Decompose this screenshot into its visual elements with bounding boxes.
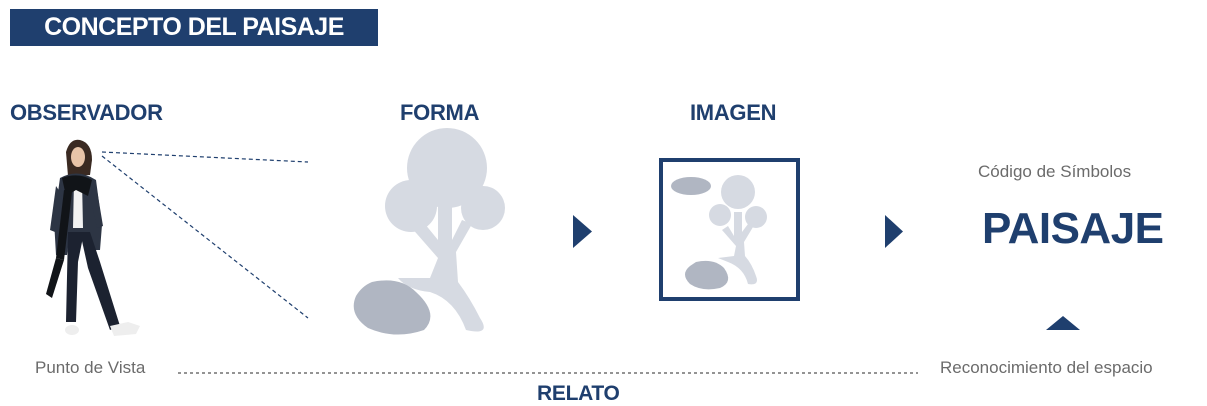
arrow-right-icon [573, 215, 592, 248]
heading-imagen: IMAGEN [690, 100, 777, 125]
relato-label: RELATO [537, 382, 620, 405]
arrow-right-icon [885, 215, 903, 248]
paisaje-label: PAISAJE [982, 204, 1164, 253]
reconocimiento-caption: Reconocimiento del espacio [940, 358, 1153, 377]
heading-forma: FORMA [400, 100, 480, 125]
punto-de-vista-caption: Punto de Vista [35, 358, 146, 377]
observer-figure-icon [46, 139, 140, 336]
page-title: CONCEPTO DEL PAISAJE [44, 13, 344, 41]
codigo-simbolos-caption: Código de Símbolos [978, 162, 1132, 181]
forma-tree-icon [353, 128, 505, 335]
sight-line-bottom [101, 155, 309, 319]
heading-observador: OBSERVADOR [10, 100, 163, 125]
title-banner: CONCEPTO DEL PAISAJE [10, 9, 378, 46]
sight-line-top [101, 151, 309, 163]
triangle-up-icon [1046, 316, 1080, 330]
imagen-frame-icon [659, 158, 800, 301]
